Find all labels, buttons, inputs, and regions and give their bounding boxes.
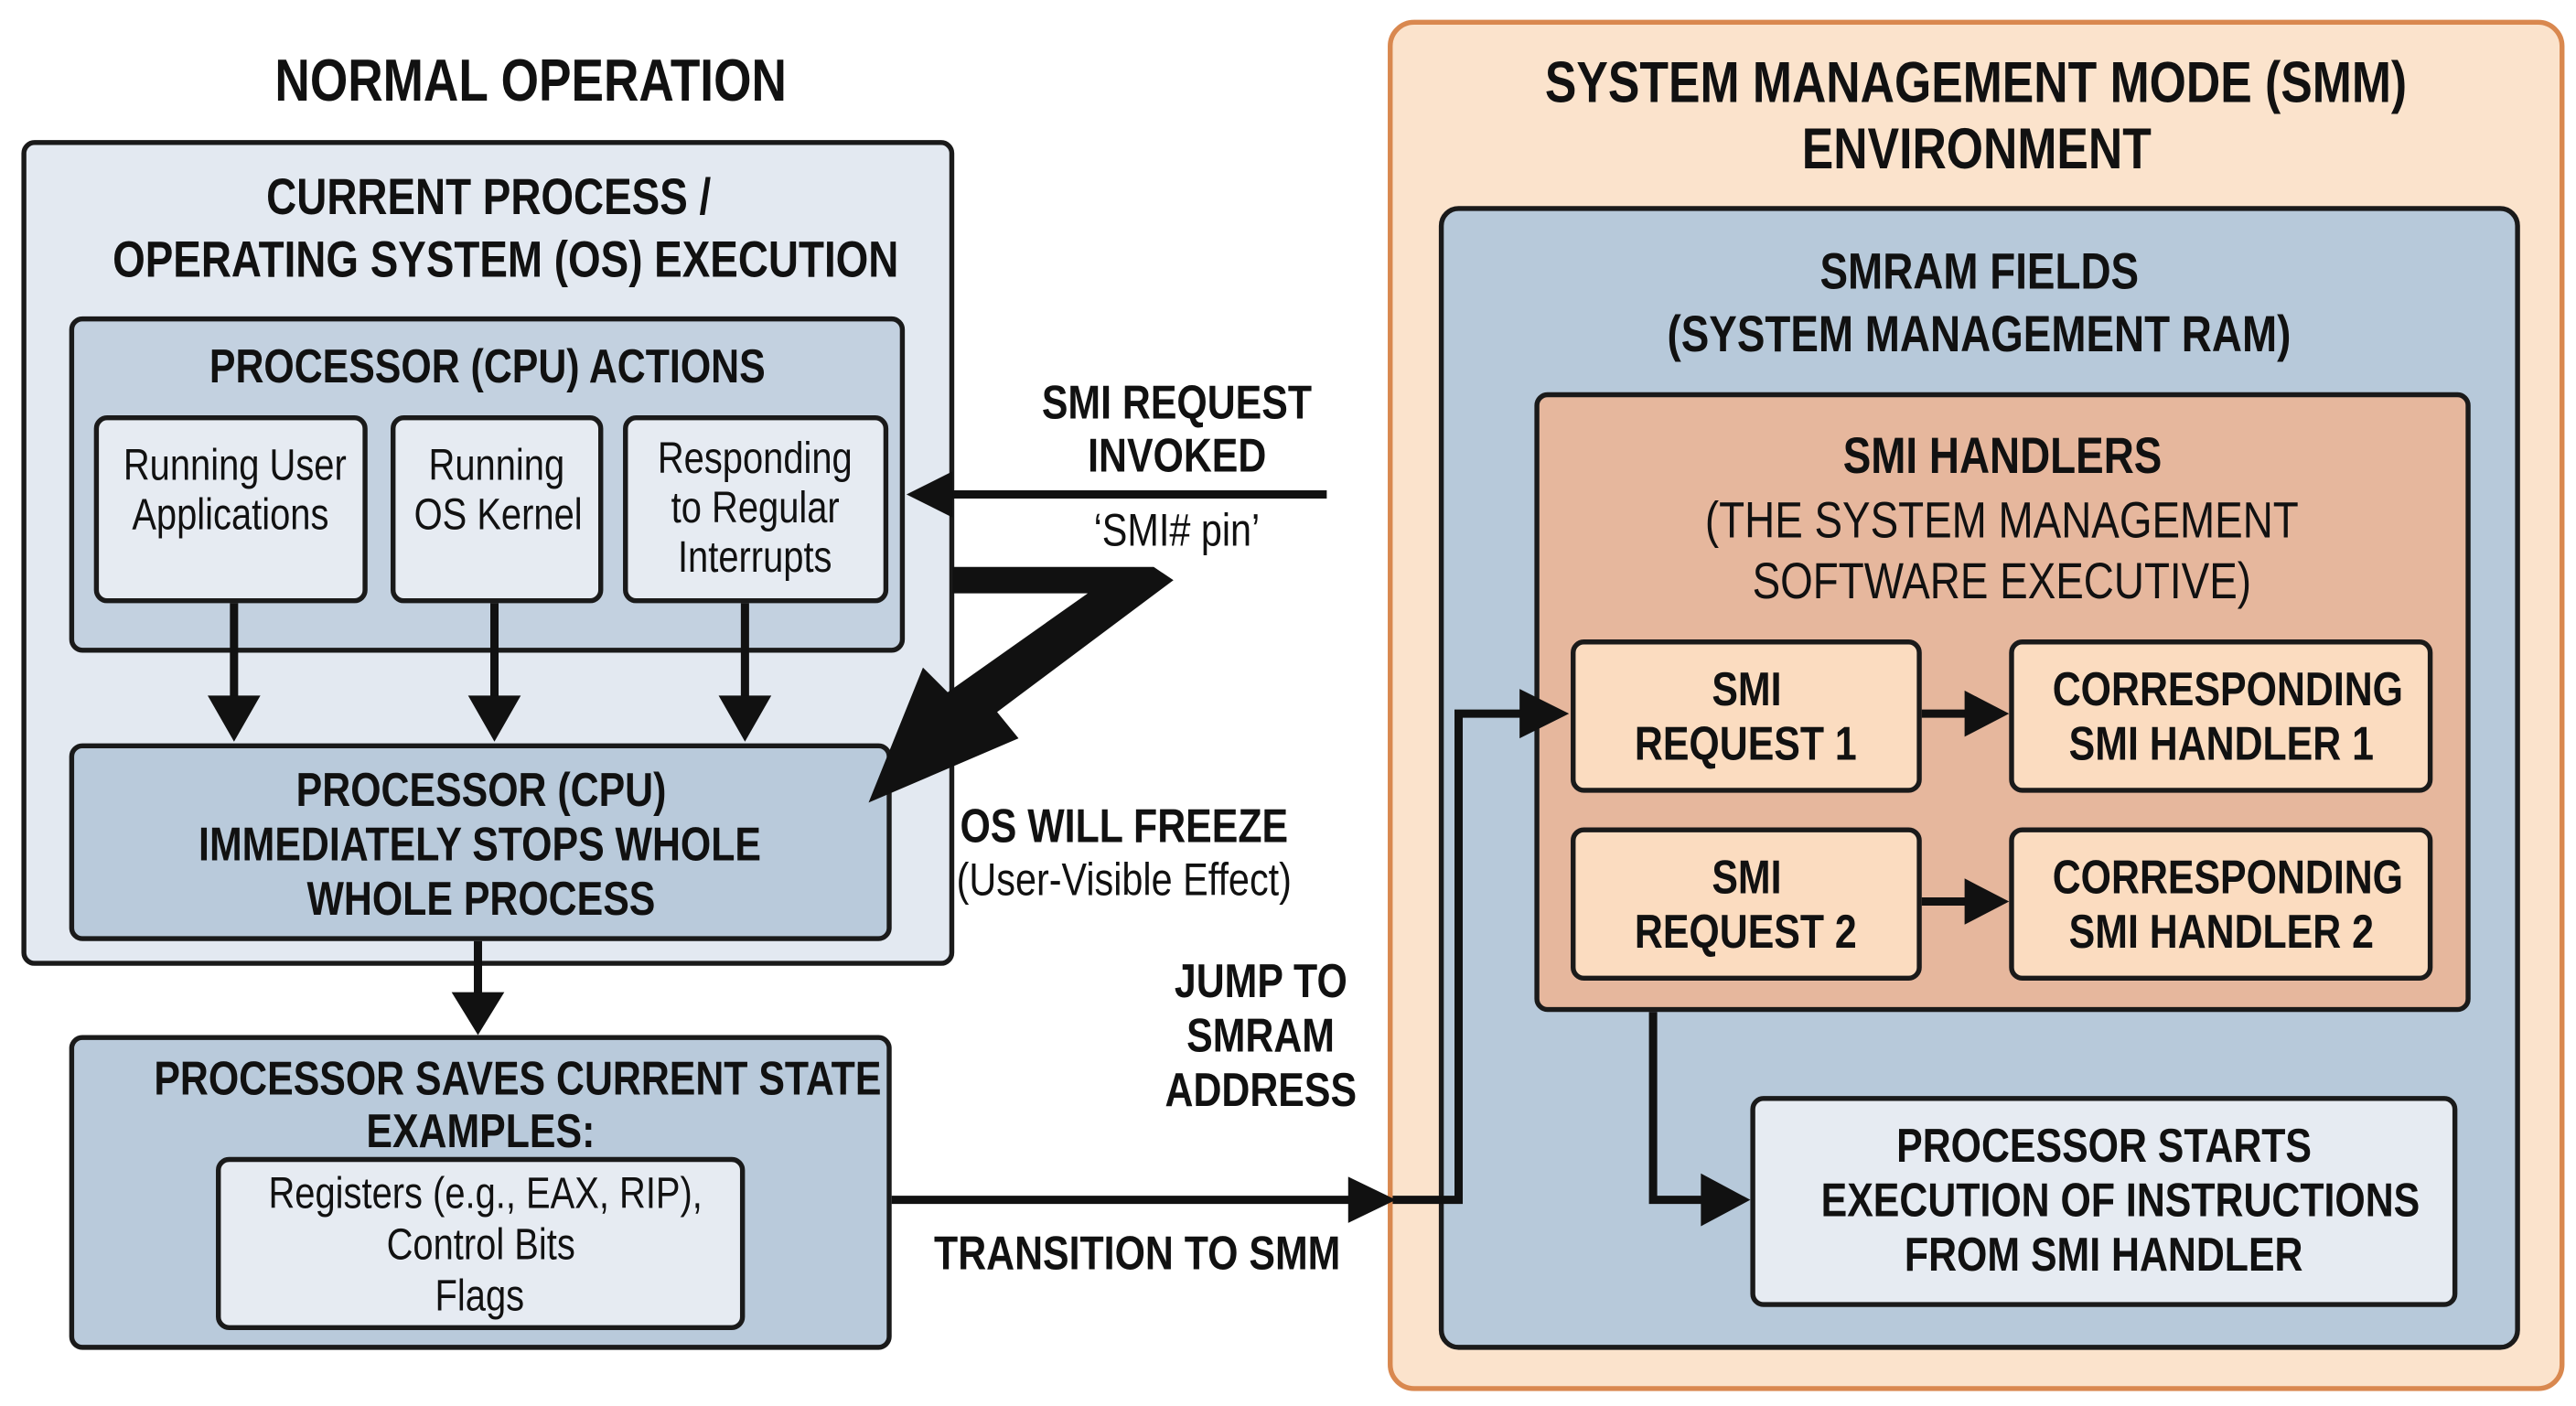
arrowhead-icon xyxy=(1701,1173,1751,1227)
arrowhead-icon xyxy=(1964,690,2010,737)
arrowhead-icon xyxy=(1347,1176,1397,1223)
os-freeze-label: OS WILL FREEZE xyxy=(960,800,1289,854)
arrowhead-icon xyxy=(906,471,953,518)
arrowhead-icon xyxy=(451,992,505,1036)
arrow-jump-to-request xyxy=(1392,709,1525,1205)
process-title-1: CURRENT PROCESS / xyxy=(265,167,711,226)
user-visible-effect-label: (User-Visible Effect) xyxy=(956,853,1292,906)
arrowhead-icon xyxy=(1519,689,1570,739)
smi-pin-label: ‘SMI# pin’ xyxy=(1093,504,1261,556)
arrowhead-icon xyxy=(467,695,521,742)
normal-operation-title: NORMAL OPERATION xyxy=(274,46,787,114)
process-title-2: OPERATING SYSTEM (OS) EXECUTION xyxy=(113,231,899,289)
arrowhead-icon xyxy=(208,695,261,742)
thick-interrupt-arrow xyxy=(868,566,1174,803)
arrowhead-icon xyxy=(718,695,772,742)
smm-title: SYSTEM MANAGEMENT MODE (SMM) xyxy=(1545,50,2408,116)
transition-label: TRANSITION TO SMM xyxy=(934,1228,1341,1281)
arrow-handlers-to-exec xyxy=(1648,1012,1706,1205)
cpu-actions-title: PROCESSOR (CPU) ACTIONS xyxy=(209,340,766,394)
arrowhead-icon xyxy=(1964,878,2010,925)
